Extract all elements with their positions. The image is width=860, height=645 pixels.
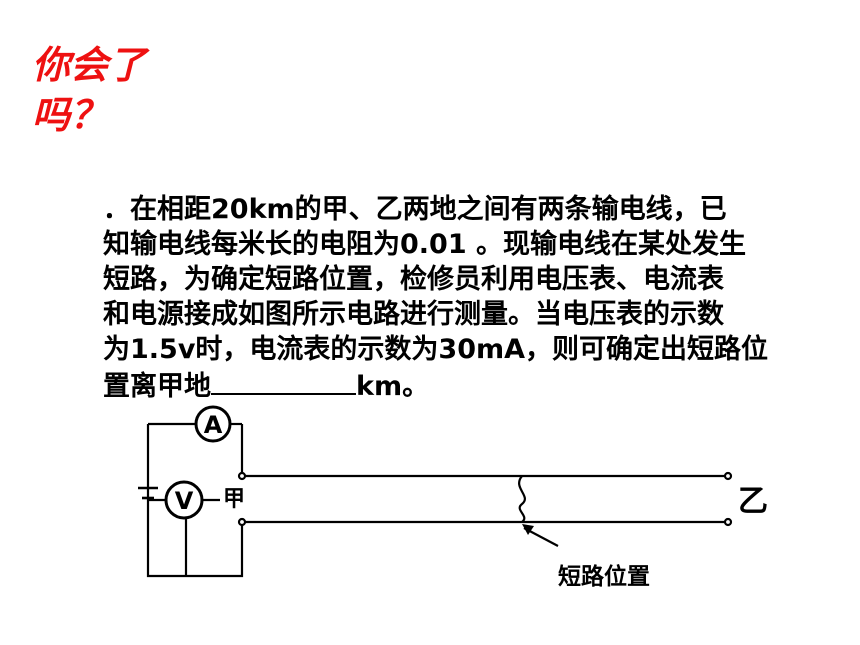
problem-line-6: 置离甲地 km。 bbox=[103, 367, 803, 404]
location-yi-label: 乙 bbox=[738, 484, 768, 519]
heading: 你会了 吗？ bbox=[32, 40, 146, 140]
problem-line-5: 为1.5v时，电流表的示数为30mA，则可确定出短路位 bbox=[103, 334, 769, 365]
problem-line-3: 短路，为确定短路位置，检修员利用电压表、电流表 bbox=[103, 264, 724, 295]
fault-pointer-arrowhead bbox=[522, 524, 534, 535]
ammeter-symbol: A bbox=[204, 411, 223, 439]
terminal-bottom-left bbox=[237, 517, 247, 527]
ammeter-icon bbox=[194, 405, 232, 443]
problem-line-6-before: 置离甲地 bbox=[103, 371, 211, 402]
heading-line-1: 你会了 bbox=[32, 43, 147, 87]
voltmeter-icon bbox=[164, 480, 204, 520]
short-circuit-wire bbox=[518, 475, 526, 523]
voltmeter-symbol: V bbox=[175, 487, 194, 515]
problem-line-4: 和电源接成如图所示电路进行测量。当电压表的示数 bbox=[103, 299, 724, 330]
problem-text: ．在相距20km的甲、乙两地之间有两条输电线，已 知输电线每米长的电阻为0.01… bbox=[103, 192, 803, 404]
fault-location-label: 短路位置 bbox=[558, 563, 650, 590]
terminal-top-right bbox=[723, 471, 733, 481]
location-jia-label: 甲 bbox=[223, 487, 245, 512]
terminal-top-left bbox=[237, 471, 247, 481]
problem-line-2: 知输电线每米长的电阻为0.01 。现输电线在某处发生 bbox=[103, 229, 747, 260]
circuit-diagram: A V 甲 乙 短路位置 bbox=[138, 405, 768, 590]
problem-line-1: ．在相距20km的甲、乙两地之间有两条输电线，已 bbox=[103, 194, 727, 225]
heading-line-2: 吗？ bbox=[32, 93, 109, 137]
problem-line-6-after: km。 bbox=[356, 371, 430, 402]
answer-blank[interactable] bbox=[211, 367, 356, 395]
terminal-bottom-right bbox=[723, 517, 733, 527]
